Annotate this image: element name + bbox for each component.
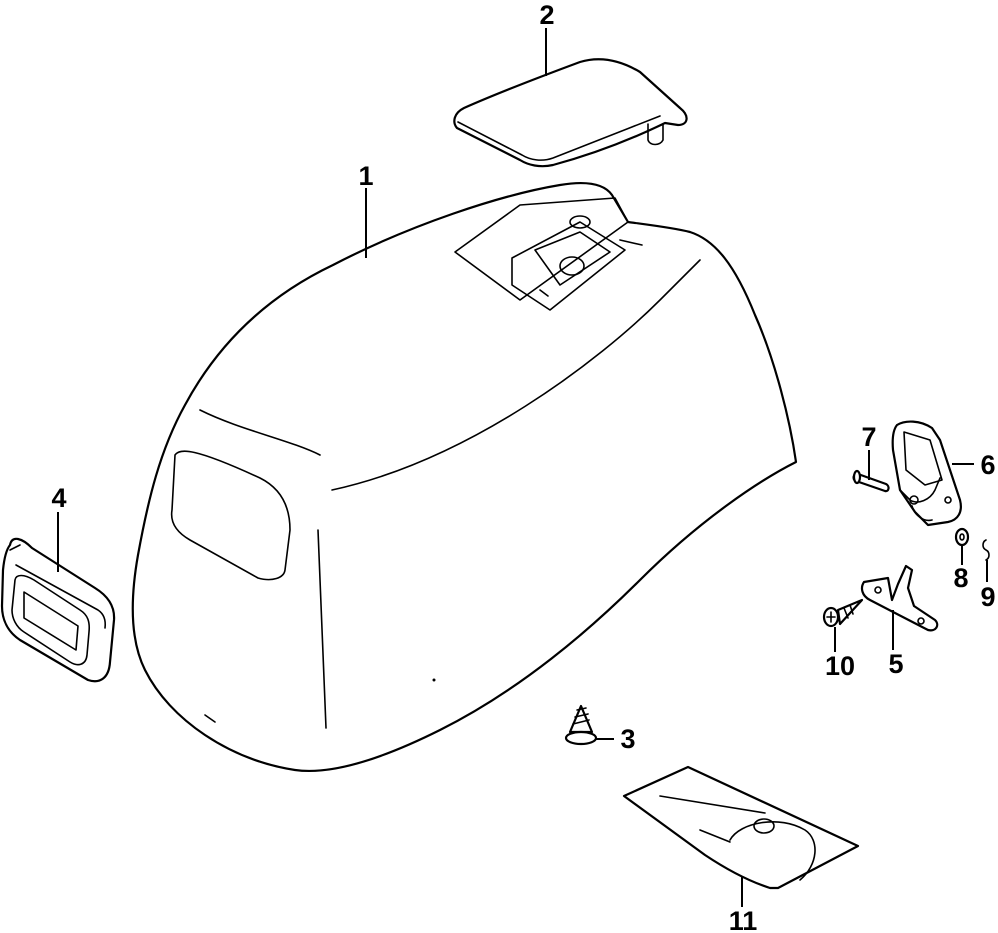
callout-11: 11 [729, 906, 758, 933]
callout-7: 7 [861, 422, 876, 452]
part-1-top-cowling [131, 181, 798, 773]
callout-labels: 1 2 3 4 5 6 7 8 9 10 11 [51, 0, 995, 933]
callout-4: 4 [51, 483, 66, 513]
part-8-washer [954, 527, 970, 547]
part-2-cover-lid [453, 58, 688, 168]
part-10-tapping-screw [822, 598, 864, 628]
part-6-latch-housing [891, 420, 962, 527]
callout-3: 3 [620, 724, 635, 754]
part-9-clip [982, 539, 990, 561]
leader-lines [57, 28, 988, 907]
callout-6: 6 [980, 450, 995, 480]
callout-9: 9 [980, 582, 995, 612]
callout-5: 5 [888, 649, 903, 679]
part-7-pin [852, 469, 890, 493]
part-5-latch-bracket [860, 564, 939, 632]
part-3-screw [564, 704, 598, 746]
part-11-plate [622, 765, 860, 890]
callout-2: 2 [539, 0, 554, 30]
callout-8: 8 [953, 563, 968, 593]
part-4-side-vent [0, 537, 116, 683]
callout-10: 10 [825, 651, 855, 681]
callout-1: 1 [358, 161, 373, 191]
